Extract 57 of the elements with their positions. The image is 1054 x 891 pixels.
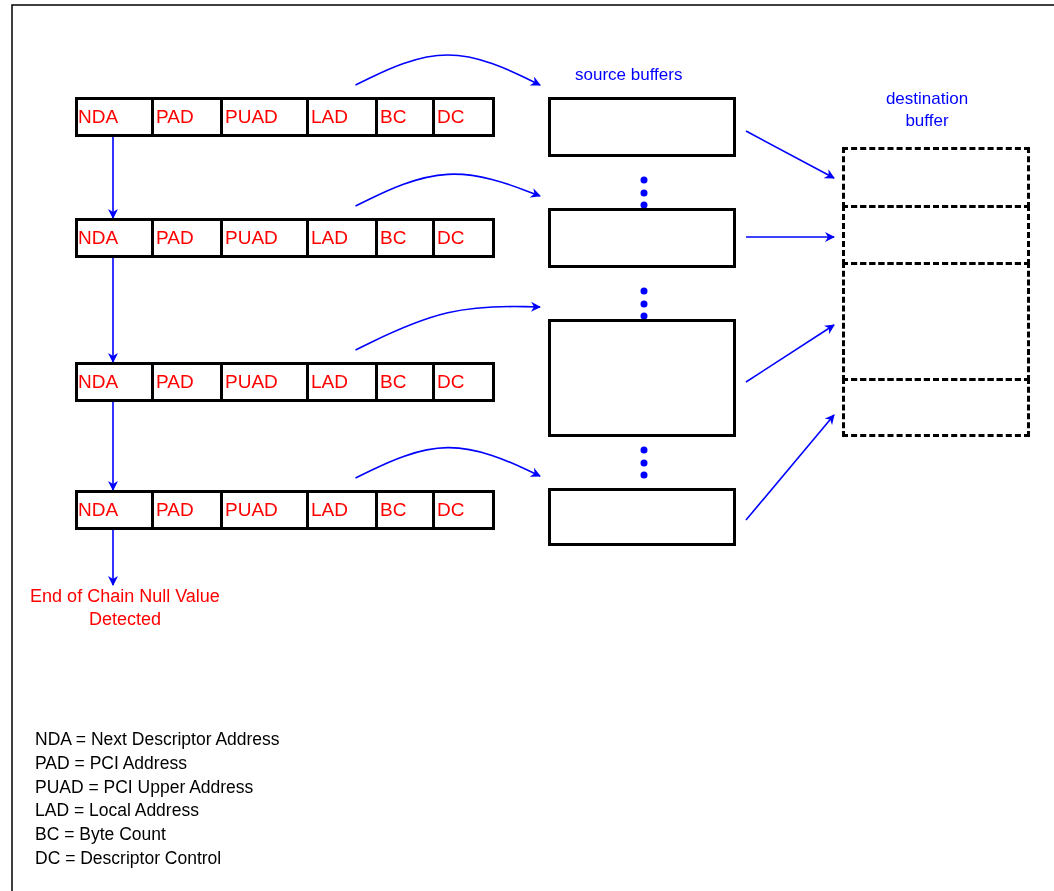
field-label: BC — [380, 499, 407, 521]
arrow — [354, 301, 541, 351]
descriptor-row — [75, 218, 495, 258]
field-label: PUAD — [225, 499, 278, 521]
field-label: DC — [437, 227, 465, 249]
field-label: NDA — [78, 227, 119, 249]
arrow — [354, 54, 541, 86]
source-buffer — [548, 208, 736, 268]
field-label: NDA — [78, 371, 119, 393]
source-buffer — [548, 97, 736, 157]
descriptor-row — [75, 362, 495, 402]
field-label: NDA — [78, 106, 119, 128]
descriptor-row — [75, 97, 495, 137]
source-buffer — [548, 488, 736, 546]
arrow — [745, 130, 835, 179]
field-label: DC — [437, 106, 465, 128]
buffer-section — [842, 205, 1030, 265]
arrow — [745, 232, 835, 242]
abbreviation-note: BC = Byte Count — [35, 824, 166, 846]
field-label: PAD — [156, 499, 194, 521]
abbreviation-note: NDA = Next Descriptor Address — [35, 729, 280, 750]
field-label: BC — [380, 227, 407, 249]
abbreviation-note: DC = Descriptor Control — [35, 848, 222, 869]
field-label: BC — [380, 106, 407, 128]
field-label: BC — [380, 371, 407, 393]
arrow — [108, 257, 118, 363]
abbreviation-note: PUAD = PCI Upper Address — [35, 776, 254, 798]
field-label: LAD — [311, 106, 348, 128]
field-label: PUAD — [225, 227, 278, 249]
end-of-chain-note: End of Chain Null Value Detected — [30, 585, 220, 631]
field-label: PUAD — [225, 106, 278, 128]
field-label: DC — [437, 499, 465, 521]
source-buffer — [548, 319, 736, 437]
buffer-section — [842, 262, 1030, 381]
column-heading: source buffers — [575, 65, 683, 85]
field-label: PAD — [156, 371, 194, 393]
buffer-section — [842, 147, 1030, 208]
arrow — [745, 414, 835, 521]
field-label: PUAD — [225, 371, 278, 393]
arrow — [108, 529, 118, 586]
abbreviation-note: PAD = PCI Address — [35, 752, 187, 774]
field-label: PAD — [156, 227, 194, 249]
field-label: LAD — [311, 499, 348, 521]
abbreviation-note: LAD = Local Address — [35, 800, 199, 822]
descriptor-row — [75, 490, 495, 530]
field-label: LAD — [311, 371, 348, 393]
field-label: LAD — [311, 227, 348, 249]
field-label: DC — [437, 371, 465, 393]
arrow — [354, 446, 541, 479]
arrow — [108, 401, 118, 491]
arrow — [108, 136, 118, 219]
field-label: PAD — [156, 106, 194, 128]
arrow — [354, 173, 541, 207]
arrow — [745, 324, 835, 383]
buffer-section — [842, 378, 1030, 437]
field-label: NDA — [78, 499, 119, 521]
buffer-heading: destination buffer — [884, 88, 970, 132]
